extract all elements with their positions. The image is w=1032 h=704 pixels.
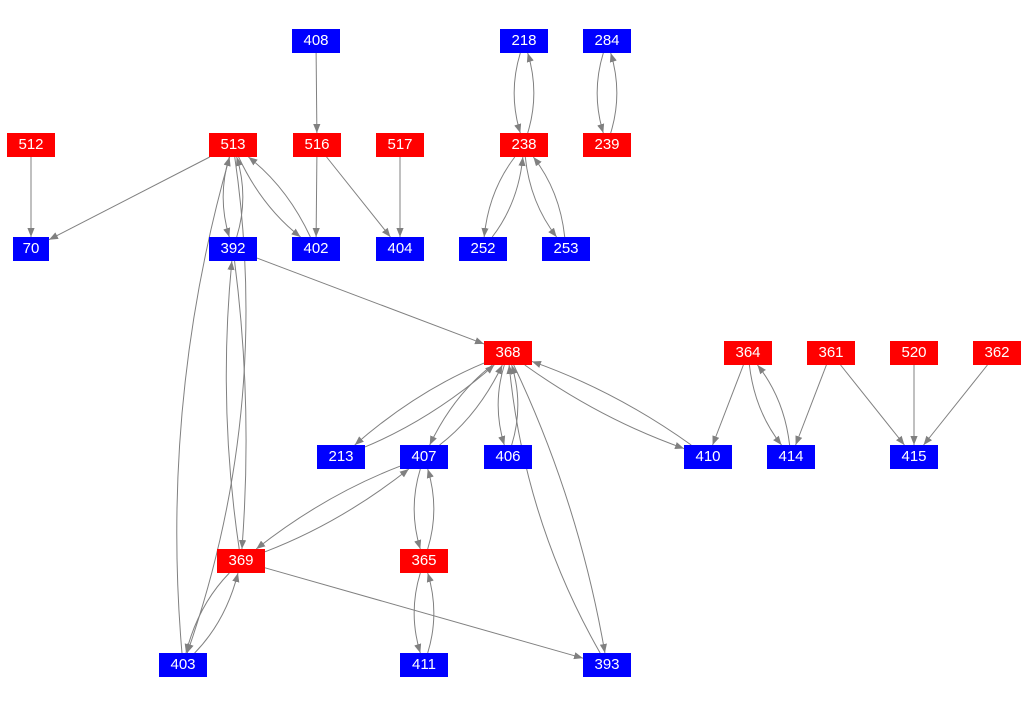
- edge-369-to-392: [225, 260, 240, 550]
- node-284[interactable]: 284: [583, 29, 631, 53]
- node-393[interactable]: 393: [583, 653, 631, 677]
- edge-406-to-368: [510, 364, 519, 446]
- node-364[interactable]: 364: [724, 341, 772, 365]
- edge-368-to-406: [497, 364, 506, 446]
- node-218[interactable]: 218: [500, 29, 548, 53]
- edge-364-to-414: [748, 364, 782, 446]
- edge-414-to-364: [757, 364, 791, 446]
- edge-368-to-393: [513, 364, 607, 654]
- edge-368-to-407: [429, 364, 493, 446]
- edge-516-to-402: [312, 156, 320, 238]
- edge-365-to-407: [426, 468, 435, 550]
- node-407[interactable]: 407: [400, 445, 448, 469]
- edge-252-to-238: [491, 156, 526, 238]
- edge-403-to-369: [194, 572, 240, 654]
- edge-284-to-239: [596, 52, 605, 134]
- edge-516-to-404: [326, 156, 391, 238]
- edge-410-to-368: [531, 360, 692, 446]
- node-70[interactable]: 70: [13, 237, 49, 261]
- edge-403-to-513: [176, 156, 231, 654]
- node-238[interactable]: 238: [500, 133, 548, 157]
- node-406[interactable]: 406: [484, 445, 532, 469]
- edge-239-to-284: [609, 52, 618, 134]
- node-415[interactable]: 415: [890, 445, 938, 469]
- edge-218-to-238: [513, 52, 522, 134]
- edge-253-to-238: [532, 156, 566, 238]
- edge-238-to-252: [481, 156, 516, 238]
- edge-368-to-410: [524, 364, 685, 450]
- node-239[interactable]: 239: [583, 133, 631, 157]
- edge-407-to-369: [255, 465, 401, 550]
- edge-513-to-70: [48, 156, 210, 241]
- edge-392-to-513: [235, 156, 244, 238]
- node-368[interactable]: 368: [484, 341, 532, 365]
- node-512[interactable]: 512: [7, 133, 55, 157]
- edge-365-to-411: [413, 572, 422, 654]
- node-516[interactable]: 516: [293, 133, 341, 157]
- node-410[interactable]: 410: [684, 445, 732, 469]
- node-520[interactable]: 520: [890, 341, 938, 365]
- node-402[interactable]: 402: [292, 237, 340, 261]
- node-361[interactable]: 361: [807, 341, 855, 365]
- node-404[interactable]: 404: [376, 237, 424, 261]
- edge-392-to-369: [234, 260, 247, 550]
- edge-238-to-218: [526, 52, 535, 134]
- edge-411-to-365: [426, 572, 435, 654]
- node-369[interactable]: 369: [217, 549, 265, 573]
- edge-513-to-403: [186, 156, 247, 654]
- node-253[interactable]: 253: [542, 237, 590, 261]
- edge-238-to-253: [524, 156, 558, 238]
- node-414[interactable]: 414: [767, 445, 815, 469]
- node-411[interactable]: 411: [400, 653, 448, 677]
- edge-393-to-368: [506, 364, 601, 654]
- edge-361-to-415: [840, 364, 905, 446]
- node-517[interactable]: 517: [376, 133, 424, 157]
- edge-369-to-407: [264, 468, 410, 553]
- node-362[interactable]: 362: [973, 341, 1021, 365]
- edge-369-to-393: [264, 567, 584, 660]
- node-252[interactable]: 252: [459, 237, 507, 261]
- edge-362-to-415: [923, 364, 988, 446]
- edge-361-to-414: [795, 364, 827, 446]
- edge-407-to-365: [413, 468, 422, 550]
- edge-369-to-403: [184, 572, 230, 654]
- edge-402-to-513: [248, 156, 311, 238]
- edge-392-to-368: [256, 257, 485, 345]
- node-365[interactable]: 365: [400, 549, 448, 573]
- edge-513-to-402: [238, 156, 301, 238]
- edge-364-to-410: [712, 364, 744, 446]
- node-513[interactable]: 513: [209, 133, 257, 157]
- edge-368-to-213: [354, 362, 485, 446]
- edge-408-to-516: [313, 52, 321, 134]
- edge-213-to-368: [364, 364, 495, 448]
- node-213[interactable]: 213: [317, 445, 365, 469]
- node-392[interactable]: 392: [209, 237, 257, 261]
- node-403[interactable]: 403: [159, 653, 207, 677]
- edge-407-to-368: [439, 364, 503, 446]
- node-408[interactable]: 408: [292, 29, 340, 53]
